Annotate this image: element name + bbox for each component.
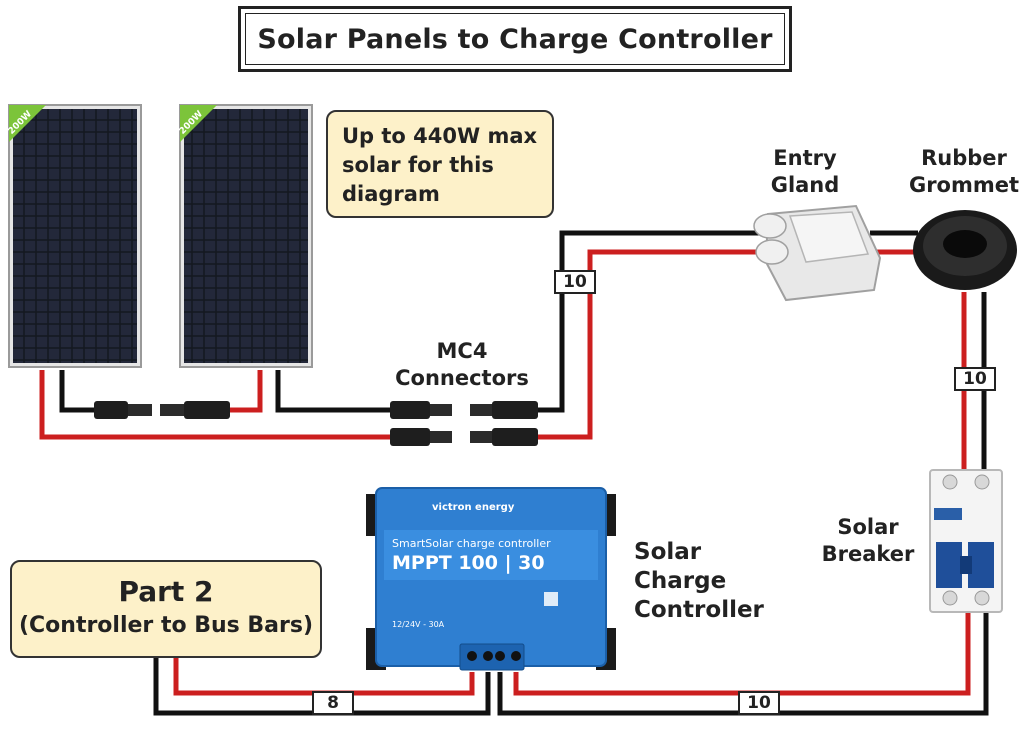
solar-panel-2 (179, 104, 313, 368)
page-title: Solar Panels to Charge Controller (257, 23, 773, 55)
wire-gauge-badge-busbars: 8 (312, 691, 354, 715)
part2-heading: Part 2 (118, 575, 214, 608)
controller-model-line: SmartSolar charge controller (392, 537, 551, 550)
wire-gauge-badge-breaker: 10 (738, 691, 780, 715)
panel1-negative-wire (59, 370, 96, 413)
panel2-positive-wire (230, 370, 263, 413)
panel1-positive-wire (39, 370, 392, 440)
wire-gauge-badge-grommet: 10 (954, 367, 996, 391)
mc4-pair-1 (94, 401, 230, 419)
max-solar-note: Up to 440W max solar for this diagram (326, 110, 554, 218)
panel-wires (39, 370, 392, 440)
entry-gland-label: Entry Gland (770, 146, 840, 197)
controller-spec: 12/24V - 30A (392, 620, 445, 629)
mc4-connectors-label: MC4 Connectors (395, 339, 529, 390)
rubber-grommet (913, 210, 1017, 290)
charge-controller-device (366, 487, 616, 671)
part2-subheading: (Controller to Bus Bars) (18, 613, 314, 638)
mc4-connectors (94, 401, 538, 446)
rubber-grommet-label: Rubber Grommet (908, 146, 1020, 197)
solar-breaker-device (929, 469, 1003, 613)
title-box: Solar Panels to Charge Controller (238, 6, 792, 72)
controller-brand: victron energy (432, 502, 515, 513)
mc4-pair-2 (390, 401, 538, 419)
mc4-pair-3 (390, 428, 538, 446)
part2-note: Part 2 (Controller to Bus Bars) (10, 560, 322, 658)
solar-breaker-label: Solar Breaker (821, 515, 915, 566)
roof-negative-wire (538, 230, 760, 413)
roof-wires (538, 230, 760, 440)
panel2-negative-wire (275, 370, 392, 413)
controller-model: MPPT 100 | 30 (392, 552, 545, 574)
solar-panel-1 (8, 104, 142, 368)
wire-gauge-badge-panels: 10 (554, 270, 596, 294)
entry-gland (753, 204, 882, 302)
roof-positive-wire (538, 249, 760, 440)
solar-charge-controller-label: Solar Charge Controller (634, 539, 764, 623)
